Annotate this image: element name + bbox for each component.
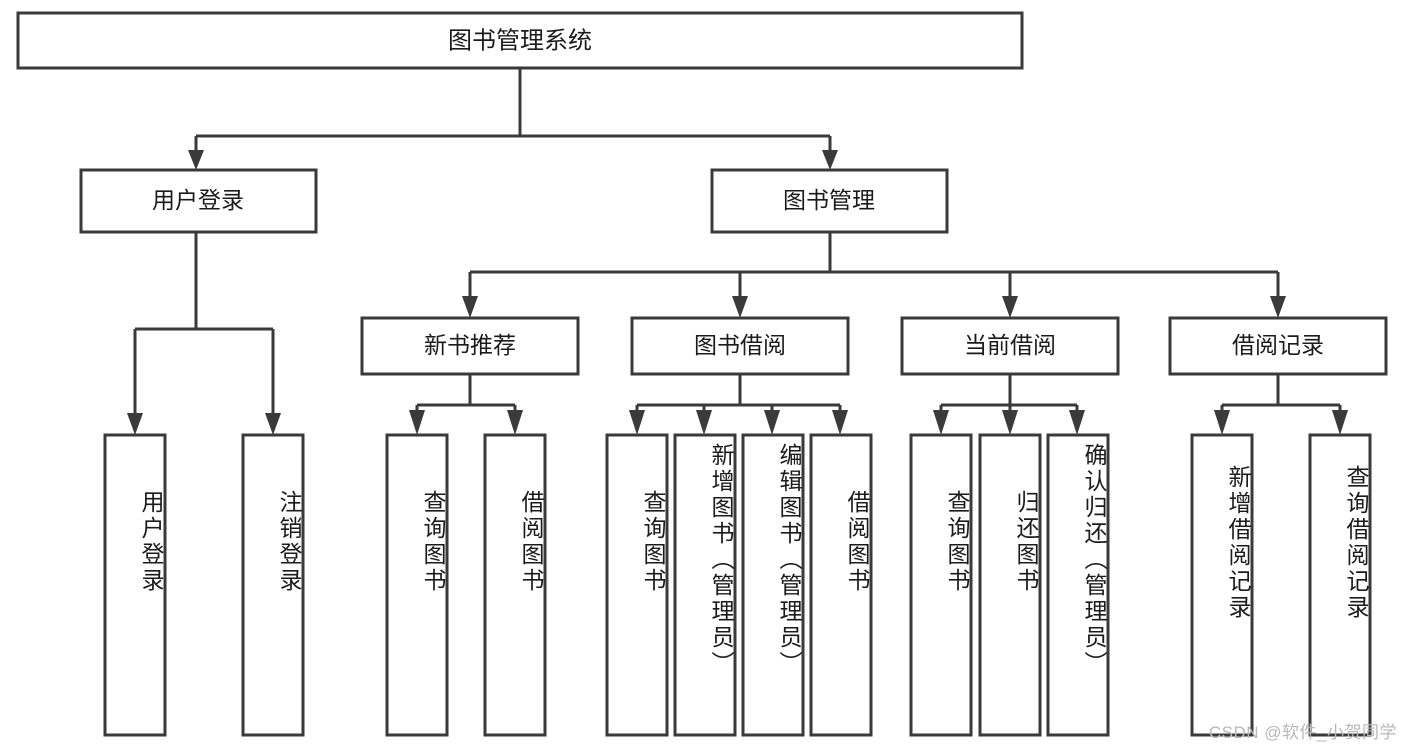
node-new-book-rec-box[interactable] (360, 316, 580, 376)
leaf-boxes (103, 433, 1372, 737)
node-book-manage-box[interactable] (710, 168, 949, 234)
node-borrow-record-box[interactable] (1168, 316, 1388, 376)
arrowhead-leaf-add-record (1214, 410, 1230, 435)
arrowhead-leaf-logout (265, 413, 281, 435)
node-borrow-record-label: 借阅记录 (1232, 332, 1324, 358)
node-root-label: 图书管理系统 (448, 27, 592, 54)
leaf-query-book-2-box[interactable] (605, 433, 669, 737)
arrowhead-leaf-query-book-2 (629, 410, 645, 435)
arrowhead-leaf-user-login (127, 413, 143, 435)
node-new-book-rec-label: 新书推荐 (424, 332, 516, 358)
node-root[interactable]: 图书管理系统 (16, 11, 1024, 70)
arrowhead-user-login (188, 150, 204, 170)
node-book-borrow-label: 图书借阅 (694, 332, 786, 358)
leaf-borrow-book-1-box[interactable] (483, 433, 547, 737)
edges-user-login-to-leaves (127, 232, 281, 435)
node-current-borrow-box[interactable] (900, 316, 1120, 376)
arrowhead-leaf-confirm-return (1069, 410, 1085, 435)
leaf-add-record-box[interactable] (1190, 433, 1254, 737)
arrowhead-book-manage (822, 150, 838, 170)
node-book-manage[interactable]: 图书管理 (710, 168, 949, 234)
edges-root-to-level2 (188, 68, 838, 170)
leaf-query-book-3-box[interactable] (909, 433, 973, 737)
arrowhead-leaf-borrow-book-1 (507, 410, 523, 435)
arrowhead-borrow-record (1270, 296, 1286, 318)
arrowhead-leaf-add-book (696, 410, 712, 435)
arrowhead-leaf-query-book-3 (933, 410, 949, 435)
leaf-add-book-box[interactable] (673, 433, 737, 737)
arrowhead-leaf-query-book-1 (409, 410, 425, 435)
leaf-edit-book-box[interactable] (741, 433, 805, 737)
node-user-login-box[interactable] (79, 168, 318, 234)
edges-new-book-rec-to-leaves (409, 374, 523, 435)
node-borrow-record[interactable]: 借阅记录 (1168, 316, 1388, 376)
node-book-manage-label: 图书管理 (783, 187, 875, 213)
node-user-login[interactable]: 用户登录 (79, 168, 318, 234)
arrowhead-leaf-borrow-book-2 (832, 410, 848, 435)
edges-borrow-record-to-leaves (1214, 374, 1348, 435)
arrowhead-leaf-return-book (1002, 410, 1018, 435)
leaf-confirm-return-box[interactable] (1046, 433, 1110, 737)
leaf-query-book-1-box[interactable] (385, 433, 449, 737)
edges-book-borrow-to-leaves (629, 374, 848, 435)
arrowhead-current-borrow (1002, 296, 1018, 318)
leaf-logout-box[interactable] (241, 433, 305, 737)
arrowhead-leaf-edit-book (764, 410, 780, 435)
node-root-box[interactable] (16, 11, 1024, 70)
leaf-query-record-box[interactable] (1308, 433, 1372, 737)
arrowhead-new-book-rec (462, 296, 478, 318)
node-book-borrow-box[interactable] (630, 316, 850, 376)
leaf-borrow-book-2-box[interactable] (809, 433, 873, 737)
leaf-user-login-box[interactable] (103, 433, 167, 737)
edges-book-manage-to-level3 (462, 232, 1286, 318)
leaf-return-book-box[interactable] (978, 433, 1042, 737)
csdn-watermark: CSDN @软件_小贺同学 (1208, 723, 1397, 742)
node-current-borrow-label: 当前借阅 (964, 332, 1056, 358)
arrowhead-leaf-query-record (1332, 410, 1348, 435)
node-book-borrow[interactable]: 图书借阅 (630, 316, 850, 376)
arrowhead-book-borrow (732, 296, 748, 318)
edges-current-borrow-to-leaves (933, 374, 1085, 435)
node-new-book-rec[interactable]: 新书推荐 (360, 316, 580, 376)
node-current-borrow[interactable]: 当前借阅 (900, 316, 1120, 376)
node-user-login-label: 用户登录 (152, 187, 244, 213)
